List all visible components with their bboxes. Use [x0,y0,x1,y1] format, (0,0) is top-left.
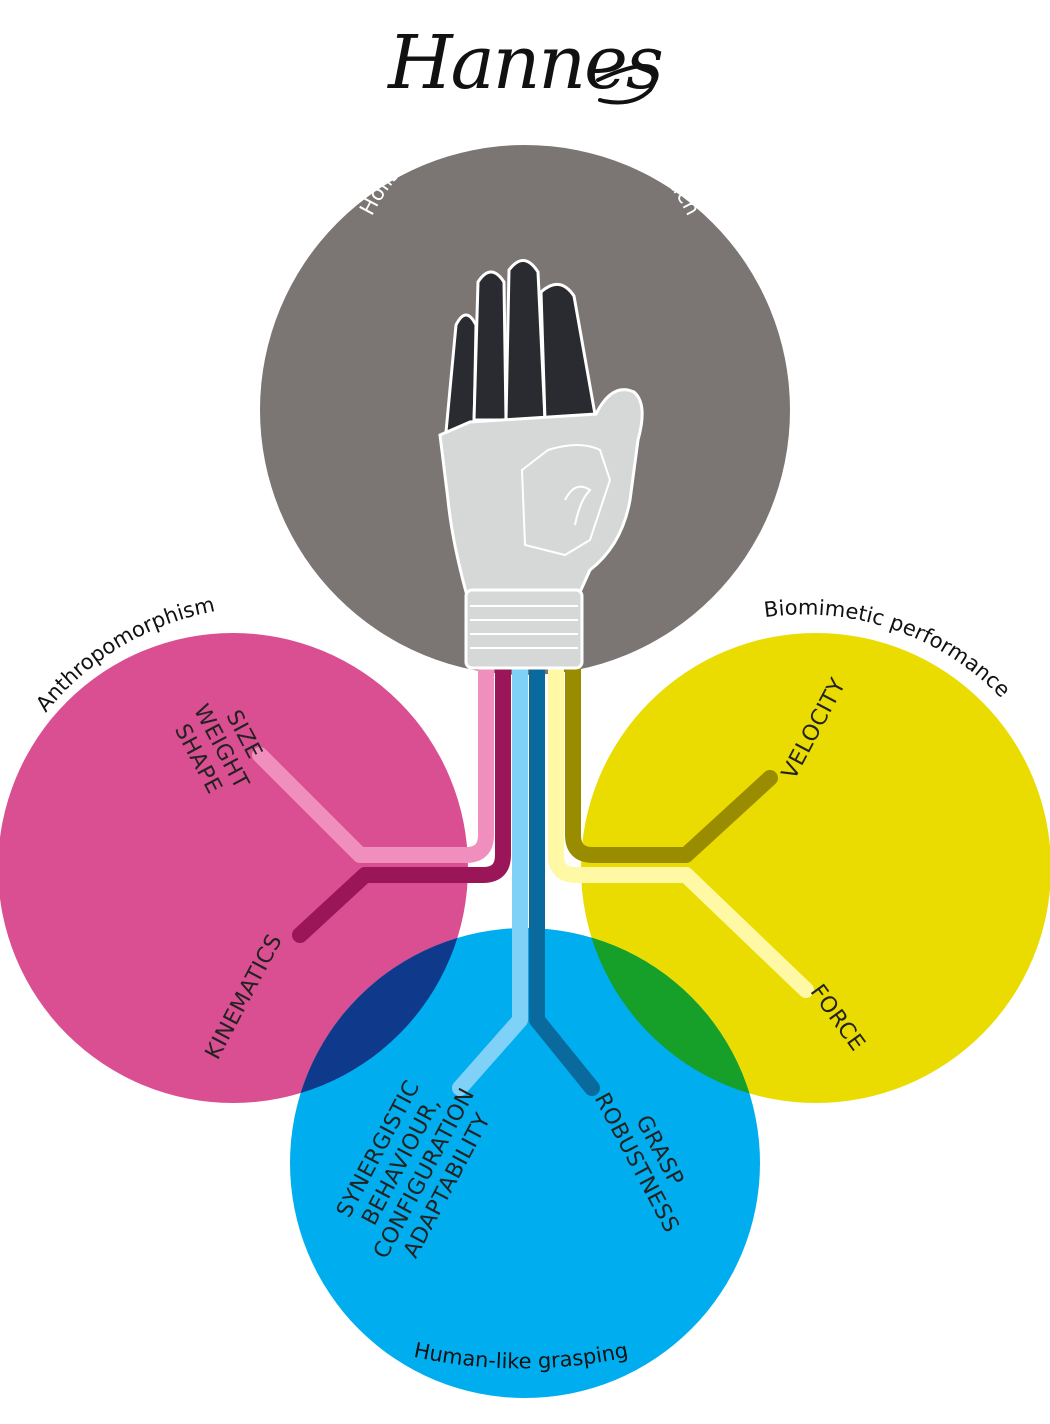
bio-branch-light [548,652,814,998]
biomimetic-circle [581,633,1050,1103]
anthropomorphism-circle [0,633,468,1103]
grasp-branch-dark [529,652,600,1096]
finger-index [539,283,598,422]
grasp-branch-light [452,652,528,1096]
anthro-branch-light [252,652,494,863]
anthro-branch-dark [292,652,511,943]
prosthetic-hand-icon [438,259,644,670]
wrist [464,588,584,670]
palm [438,388,644,594]
grasping-circle [290,928,760,1398]
finger-ring [472,270,508,422]
logo-text: Hannes [386,20,662,106]
hannes-logo: Hannes [386,20,664,106]
branch-tubes [252,652,814,1096]
finger-middle [504,259,547,422]
bio-branch-dark [565,652,778,863]
